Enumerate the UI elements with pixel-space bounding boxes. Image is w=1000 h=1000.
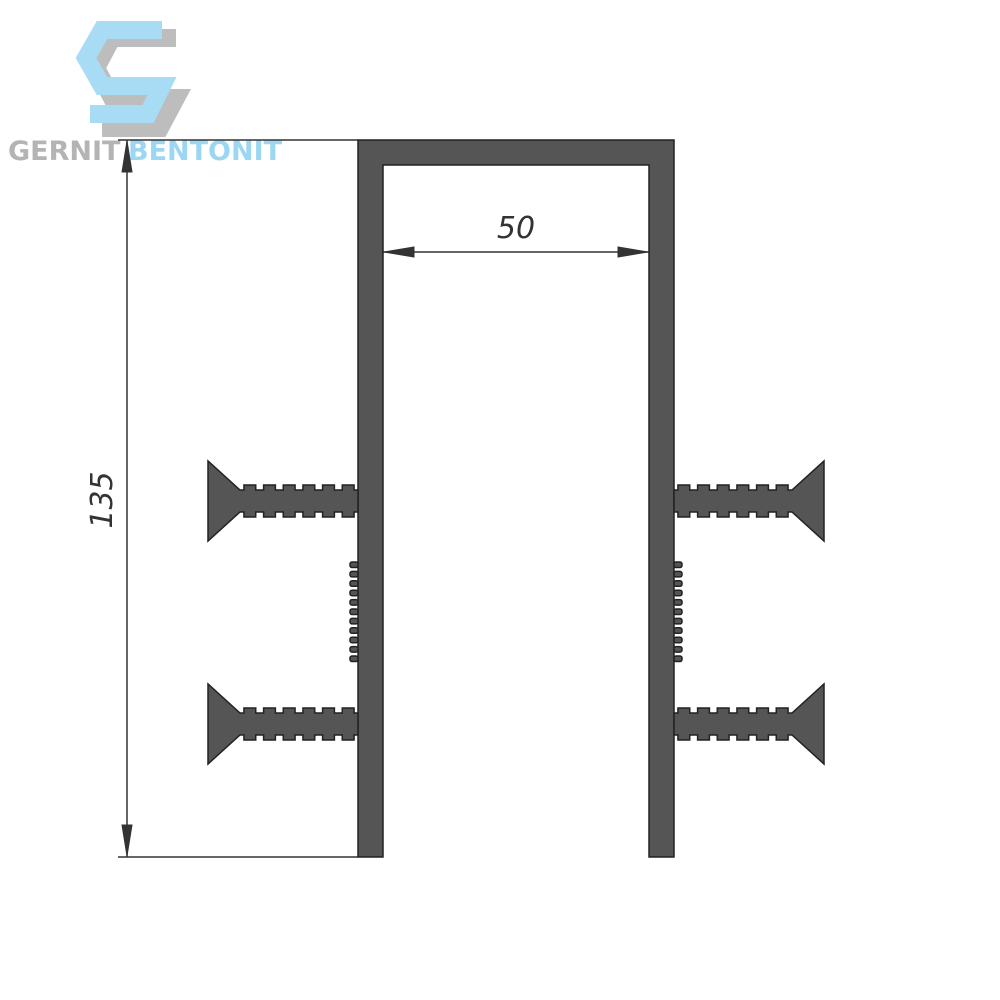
rib-left-6	[349, 608, 359, 616]
rib-right-3	[673, 580, 683, 588]
brand-logo: GERNIT BENTONIT	[8, 21, 283, 167]
height-label: 135	[85, 471, 120, 528]
hexagon-s-logo-icon	[75, 21, 191, 137]
rib-left-4	[349, 589, 359, 597]
anchor-fin-right-2	[673, 682, 825, 766]
rib-right-11	[673, 655, 683, 663]
rib-right-5	[673, 598, 683, 606]
rib-left-7	[349, 617, 359, 625]
height-arrow-bottom	[121, 824, 133, 857]
rib-right-1	[673, 561, 683, 569]
rib-left-5	[349, 598, 359, 606]
rib-left-11	[349, 655, 359, 663]
rib-right-4	[673, 589, 683, 597]
width-label: 50	[497, 211, 535, 246]
waterstop-profile	[207, 139, 825, 858]
rib-right-8	[673, 627, 683, 635]
width-arrow-right	[617, 246, 649, 258]
anchor-fin-left-1	[207, 459, 359, 543]
rib-left-3	[349, 580, 359, 588]
width-arrow-left	[383, 246, 415, 258]
rib-left-10	[349, 645, 359, 653]
rib-right-2	[673, 570, 683, 578]
height-arrow-top	[121, 140, 133, 173]
rib-left-8	[349, 627, 359, 635]
rib-right-9	[673, 636, 683, 644]
rib-left-2	[349, 570, 359, 578]
height-dimension: 135	[85, 139, 358, 858]
rib-right-6	[673, 608, 683, 616]
anchor-fin-left-2	[207, 682, 359, 766]
logo-main	[75, 21, 177, 123]
rib-left-9	[349, 636, 359, 644]
width-dimension: 50	[383, 211, 649, 258]
brand-name-left: GERNIT	[8, 136, 121, 167]
rib-right-7	[673, 617, 683, 625]
brand-name-right: BENTONIT	[128, 136, 283, 167]
anchor-fin-right-1	[673, 459, 825, 543]
rib-left-1	[349, 561, 359, 569]
channel-body	[357, 139, 675, 858]
rib-right-10	[673, 645, 683, 653]
